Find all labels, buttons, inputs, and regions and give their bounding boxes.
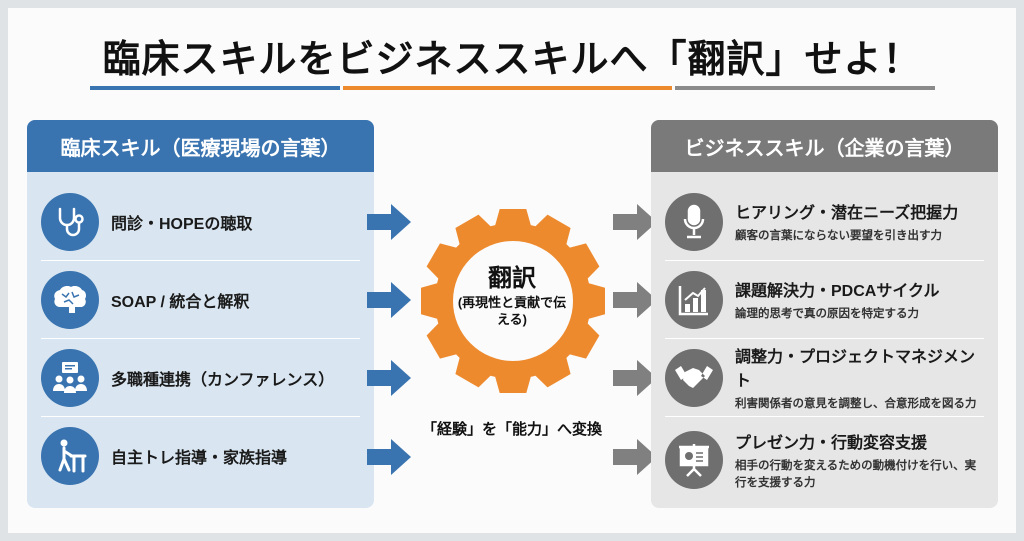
arrow-right-icon bbox=[367, 204, 411, 240]
title-underline-blue bbox=[90, 86, 340, 90]
gear-title: 翻訳 bbox=[488, 265, 536, 292]
business-skill-title: 調整力・プロジェクトマネジメント bbox=[735, 348, 976, 390]
team-meeting-icon bbox=[41, 348, 99, 407]
business-skills-panel: ビジネススキル（企業の言葉） ヒアリング・潜在ニーズ把握力顧客の言葉にならない要… bbox=[651, 120, 998, 508]
arrow-right-icon bbox=[367, 360, 411, 396]
clinical-skill-label: SOAP / 統合と解釈 bbox=[111, 293, 250, 311]
clinical-skills-header: 臨床スキル（医療現場の言葉） bbox=[27, 120, 374, 172]
conversion-caption: 「経験」を「能力」へ変換 bbox=[421, 421, 602, 438]
bar-chart-icon bbox=[665, 270, 723, 329]
gear-icon bbox=[421, 209, 605, 393]
clinical-skill-row: 問診・HOPEの聴取 bbox=[41, 183, 360, 261]
clinical-skill-row: SOAP / 統合と解釈 bbox=[41, 261, 360, 339]
business-skill-desc: 顧客の言葉にならない要望を引き出す力 bbox=[735, 229, 942, 242]
title-underline-gray bbox=[675, 86, 935, 90]
clinical-skill-label: 多職種連携（カンファレンス） bbox=[111, 371, 335, 389]
walking-rehab-icon bbox=[41, 427, 99, 485]
page-title: 臨床スキルをビジネススキルへ「翻訳」せよ！ bbox=[102, 39, 922, 81]
business-skills-header: ビジネススキル（企業の言葉） bbox=[651, 120, 998, 172]
business-skill-title: プレゼン力・行動変容支援 bbox=[735, 435, 928, 453]
clinical-skills-panel: 臨床スキル（医療現場の言葉） 問診・HOPEの聴取 SOAP / 統合と解釈 多… bbox=[27, 120, 374, 508]
arrow-right-icon bbox=[613, 360, 657, 396]
clinical-skill-row: 多職種連携（カンファレンス） bbox=[41, 339, 360, 417]
gear-label: 翻訳 (再現性と貢献で伝える) bbox=[452, 258, 572, 329]
arrow-right-icon bbox=[367, 439, 411, 475]
arrow-right-icon bbox=[613, 204, 657, 240]
presentation-icon bbox=[665, 431, 723, 489]
handshake-icon bbox=[665, 348, 723, 407]
business-skill-title: 課題解決力・PDCAサイクル bbox=[735, 282, 940, 300]
arrow-right-icon bbox=[367, 282, 411, 318]
business-skill-desc: 相手の行動を変えるための動機付けを行い、実行を支援する力 bbox=[735, 460, 977, 489]
arrow-right-icon bbox=[613, 282, 657, 318]
arrow-right-icon bbox=[613, 439, 657, 475]
clinical-skill-row: 自主トレ指導・家族指導 bbox=[41, 417, 360, 495]
brain-icon bbox=[41, 270, 99, 329]
business-skill-title: ヒアリング・潜在ニーズ把握力 bbox=[735, 204, 959, 222]
business-skill-row: 課題解決力・PDCAサイクル論理的思考で真の原因を特定する力 bbox=[665, 261, 984, 339]
business-skill-row: 調整力・プロジェクトマネジメント利害関係者の意見を調整し、合意形成を図る力 bbox=[665, 339, 984, 417]
business-skill-row: ヒアリング・潜在ニーズ把握力顧客の言葉にならない要望を引き出す力 bbox=[665, 183, 984, 261]
microphone-icon bbox=[665, 192, 723, 251]
business-skill-desc: 利害関係者の意見を調整し、合意形成を図る力 bbox=[735, 397, 977, 410]
business-skill-desc: 論理的思考で真の原因を特定する力 bbox=[735, 307, 919, 320]
title-underline-orange bbox=[343, 86, 672, 90]
stethoscope-icon bbox=[41, 192, 99, 251]
clinical-skill-label: 問診・HOPEの聴取 bbox=[111, 215, 253, 233]
business-skill-row: プレゼン力・行動変容支援相手の行動を変えるための動機付けを行い、実行を支援する力 bbox=[665, 417, 984, 503]
gear-subtitle: (再現性と貢献で伝える) bbox=[457, 295, 567, 327]
clinical-skill-label: 自主トレ指導・家族指導 bbox=[111, 450, 288, 467]
